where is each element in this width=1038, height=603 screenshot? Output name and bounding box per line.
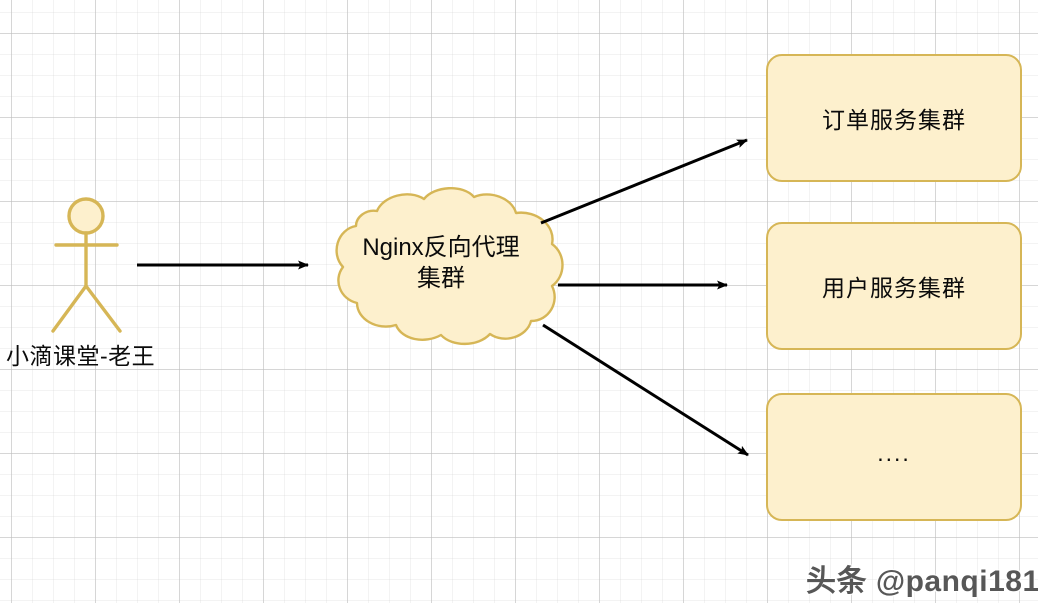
node-more-services-label: ....: [877, 439, 911, 466]
watermark: 头条 @panqi181: [806, 565, 1038, 598]
arrow-cloud-to-more: [542, 323, 749, 457]
connector-lines: [137, 138, 749, 457]
node-order-service-cluster[interactable]: 订单服务集群: [766, 54, 1022, 182]
nginx-cloud-label-line2: 集群: [417, 265, 465, 292]
actor-left-leg-icon: [51, 284, 88, 333]
nginx-cloud-label-line1: Nginx反向代理: [362, 234, 520, 261]
node-user-service-cluster-label: 用户服务集群: [822, 275, 966, 301]
node-order-service-cluster-label: 订单服务集群: [822, 107, 966, 133]
node-more-services[interactable]: ....: [766, 393, 1022, 521]
stick-figure-user-icon: [51, 197, 122, 333]
actor-head-icon: [67, 197, 105, 235]
arrow-cloud-to-order: [540, 138, 748, 225]
actor-right-leg-icon: [84, 284, 122, 333]
actor-label: 小滴课堂-老王: [6, 343, 156, 369]
nginx-cloud-label: Nginx反向代理 集群: [330, 232, 552, 294]
node-user-service-cluster[interactable]: 用户服务集群: [766, 222, 1022, 350]
